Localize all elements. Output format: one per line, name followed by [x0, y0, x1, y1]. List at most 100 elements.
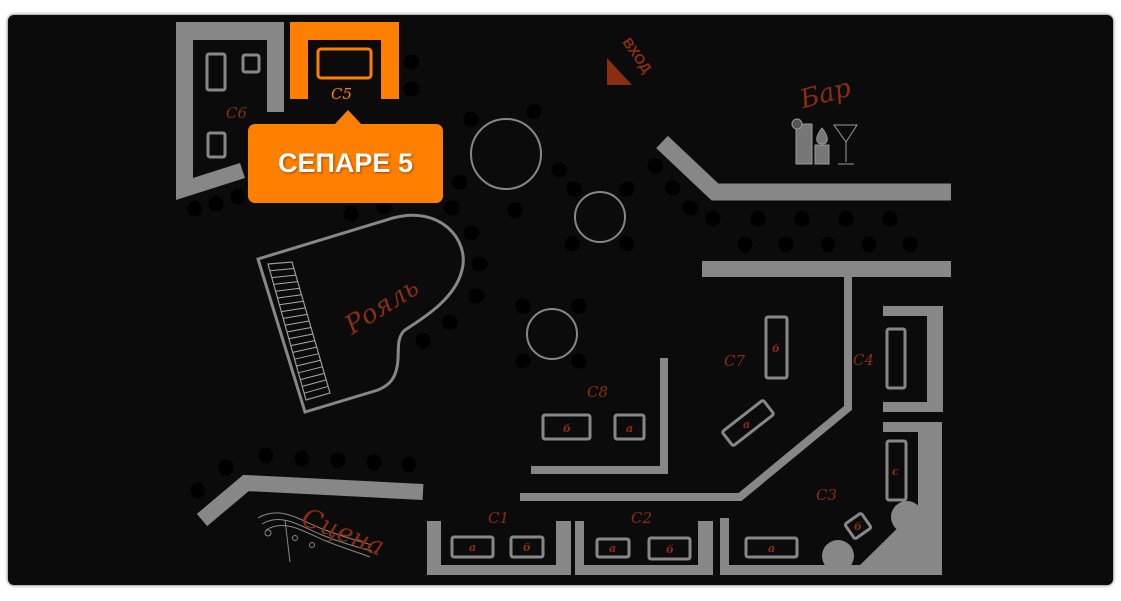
chair — [230, 188, 246, 205]
separe-c4[interactable]: C4 — [853, 306, 943, 412]
table[interactable] — [885, 327, 907, 390]
chair — [451, 174, 468, 190]
chair — [190, 482, 206, 499]
piano-key — [275, 287, 300, 292]
chair — [551, 162, 568, 178]
table-label: а — [469, 541, 476, 554]
chair — [882, 210, 898, 227]
piano-key — [285, 320, 310, 326]
table[interactable] — [205, 52, 227, 92]
chair — [820, 236, 836, 253]
separe-c2[interactable]: C2 а б — [575, 509, 713, 575]
table[interactable] — [206, 131, 227, 159]
music-notes-icon — [257, 512, 373, 563]
table[interactable] — [450, 535, 495, 559]
chair — [294, 450, 310, 467]
table[interactable] — [613, 413, 646, 441]
chair — [644, 155, 666, 177]
separe-c5[interactable]: C5 — [290, 22, 399, 103]
chair — [567, 295, 590, 318]
table-label: а — [768, 542, 775, 555]
piano-key — [271, 274, 296, 279]
piano-key — [273, 281, 298, 285]
chair — [343, 205, 359, 222]
piano-key — [288, 333, 313, 340]
table-label: б — [523, 541, 531, 554]
bar-label: Бар — [796, 73, 855, 116]
piano-key — [269, 268, 294, 272]
chair — [401, 456, 417, 473]
table[interactable] — [241, 53, 261, 74]
table[interactable] — [843, 512, 873, 540]
piano-key — [300, 372, 325, 381]
piano-key — [283, 313, 308, 319]
chair — [838, 210, 854, 227]
chair — [737, 236, 753, 253]
piano-key — [292, 346, 317, 353]
chair — [218, 459, 234, 476]
table[interactable] — [764, 315, 789, 380]
round-table[interactable] — [526, 308, 578, 360]
table[interactable] — [595, 537, 631, 559]
piano-key — [279, 300, 304, 306]
separe-c6[interactable]: C6 — [176, 22, 284, 200]
chair — [366, 454, 382, 471]
table-label: а — [626, 422, 633, 435]
bar-zone: Бар — [656, 73, 951, 277]
separe-label: C5 — [331, 85, 352, 103]
separe-label: C1 — [488, 509, 509, 527]
separe-c3[interactable]: C3 с б а — [720, 422, 942, 575]
chair — [561, 232, 584, 255]
table-label: б — [854, 520, 862, 533]
piano-key — [302, 379, 327, 387]
table[interactable] — [509, 535, 545, 559]
separe-c7[interactable]: C7 б а — [721, 315, 789, 447]
stage[interactable]: Сцена — [196, 474, 424, 563]
piano[interactable]: Рояль — [256, 213, 465, 414]
table-label: а — [609, 542, 616, 555]
chair — [615, 232, 638, 255]
piano-key — [281, 307, 306, 313]
chair — [778, 236, 794, 253]
chair — [750, 210, 766, 227]
chair — [794, 210, 810, 227]
piano-key — [303, 385, 329, 394]
separe-c1[interactable]: C1 а б — [427, 509, 571, 575]
round-table[interactable] — [574, 191, 626, 243]
table[interactable] — [316, 47, 373, 80]
table[interactable] — [721, 399, 775, 447]
table[interactable] — [744, 536, 799, 559]
separe-label: C2 — [631, 509, 652, 527]
piano-keyboard-icon — [267, 261, 331, 401]
chair — [661, 177, 683, 199]
chair — [861, 236, 877, 253]
round-table[interactable] — [470, 118, 542, 190]
chair — [471, 256, 488, 272]
piano-key — [277, 294, 302, 299]
chair — [563, 178, 586, 201]
table[interactable] — [647, 536, 692, 561]
chair — [523, 100, 545, 123]
chair — [439, 311, 461, 333]
chair — [412, 330, 434, 352]
chair — [330, 452, 346, 469]
chair — [463, 225, 480, 241]
entrance: ВХОД — [607, 35, 655, 85]
chair — [512, 295, 535, 318]
chair — [460, 108, 482, 131]
chair — [187, 200, 203, 217]
stage-label: Сцена — [297, 503, 388, 563]
chair — [705, 210, 721, 227]
table[interactable] — [885, 439, 908, 502]
chair — [403, 81, 420, 97]
table-label: б — [563, 422, 571, 435]
chair — [468, 288, 485, 304]
chair — [902, 236, 918, 253]
chair — [615, 178, 638, 201]
table-label: с — [892, 465, 899, 478]
separe-c8[interactable]: C8 б а — [541, 383, 646, 441]
chair — [512, 349, 535, 372]
separe-label: C3 — [816, 486, 837, 504]
table[interactable] — [541, 413, 592, 441]
